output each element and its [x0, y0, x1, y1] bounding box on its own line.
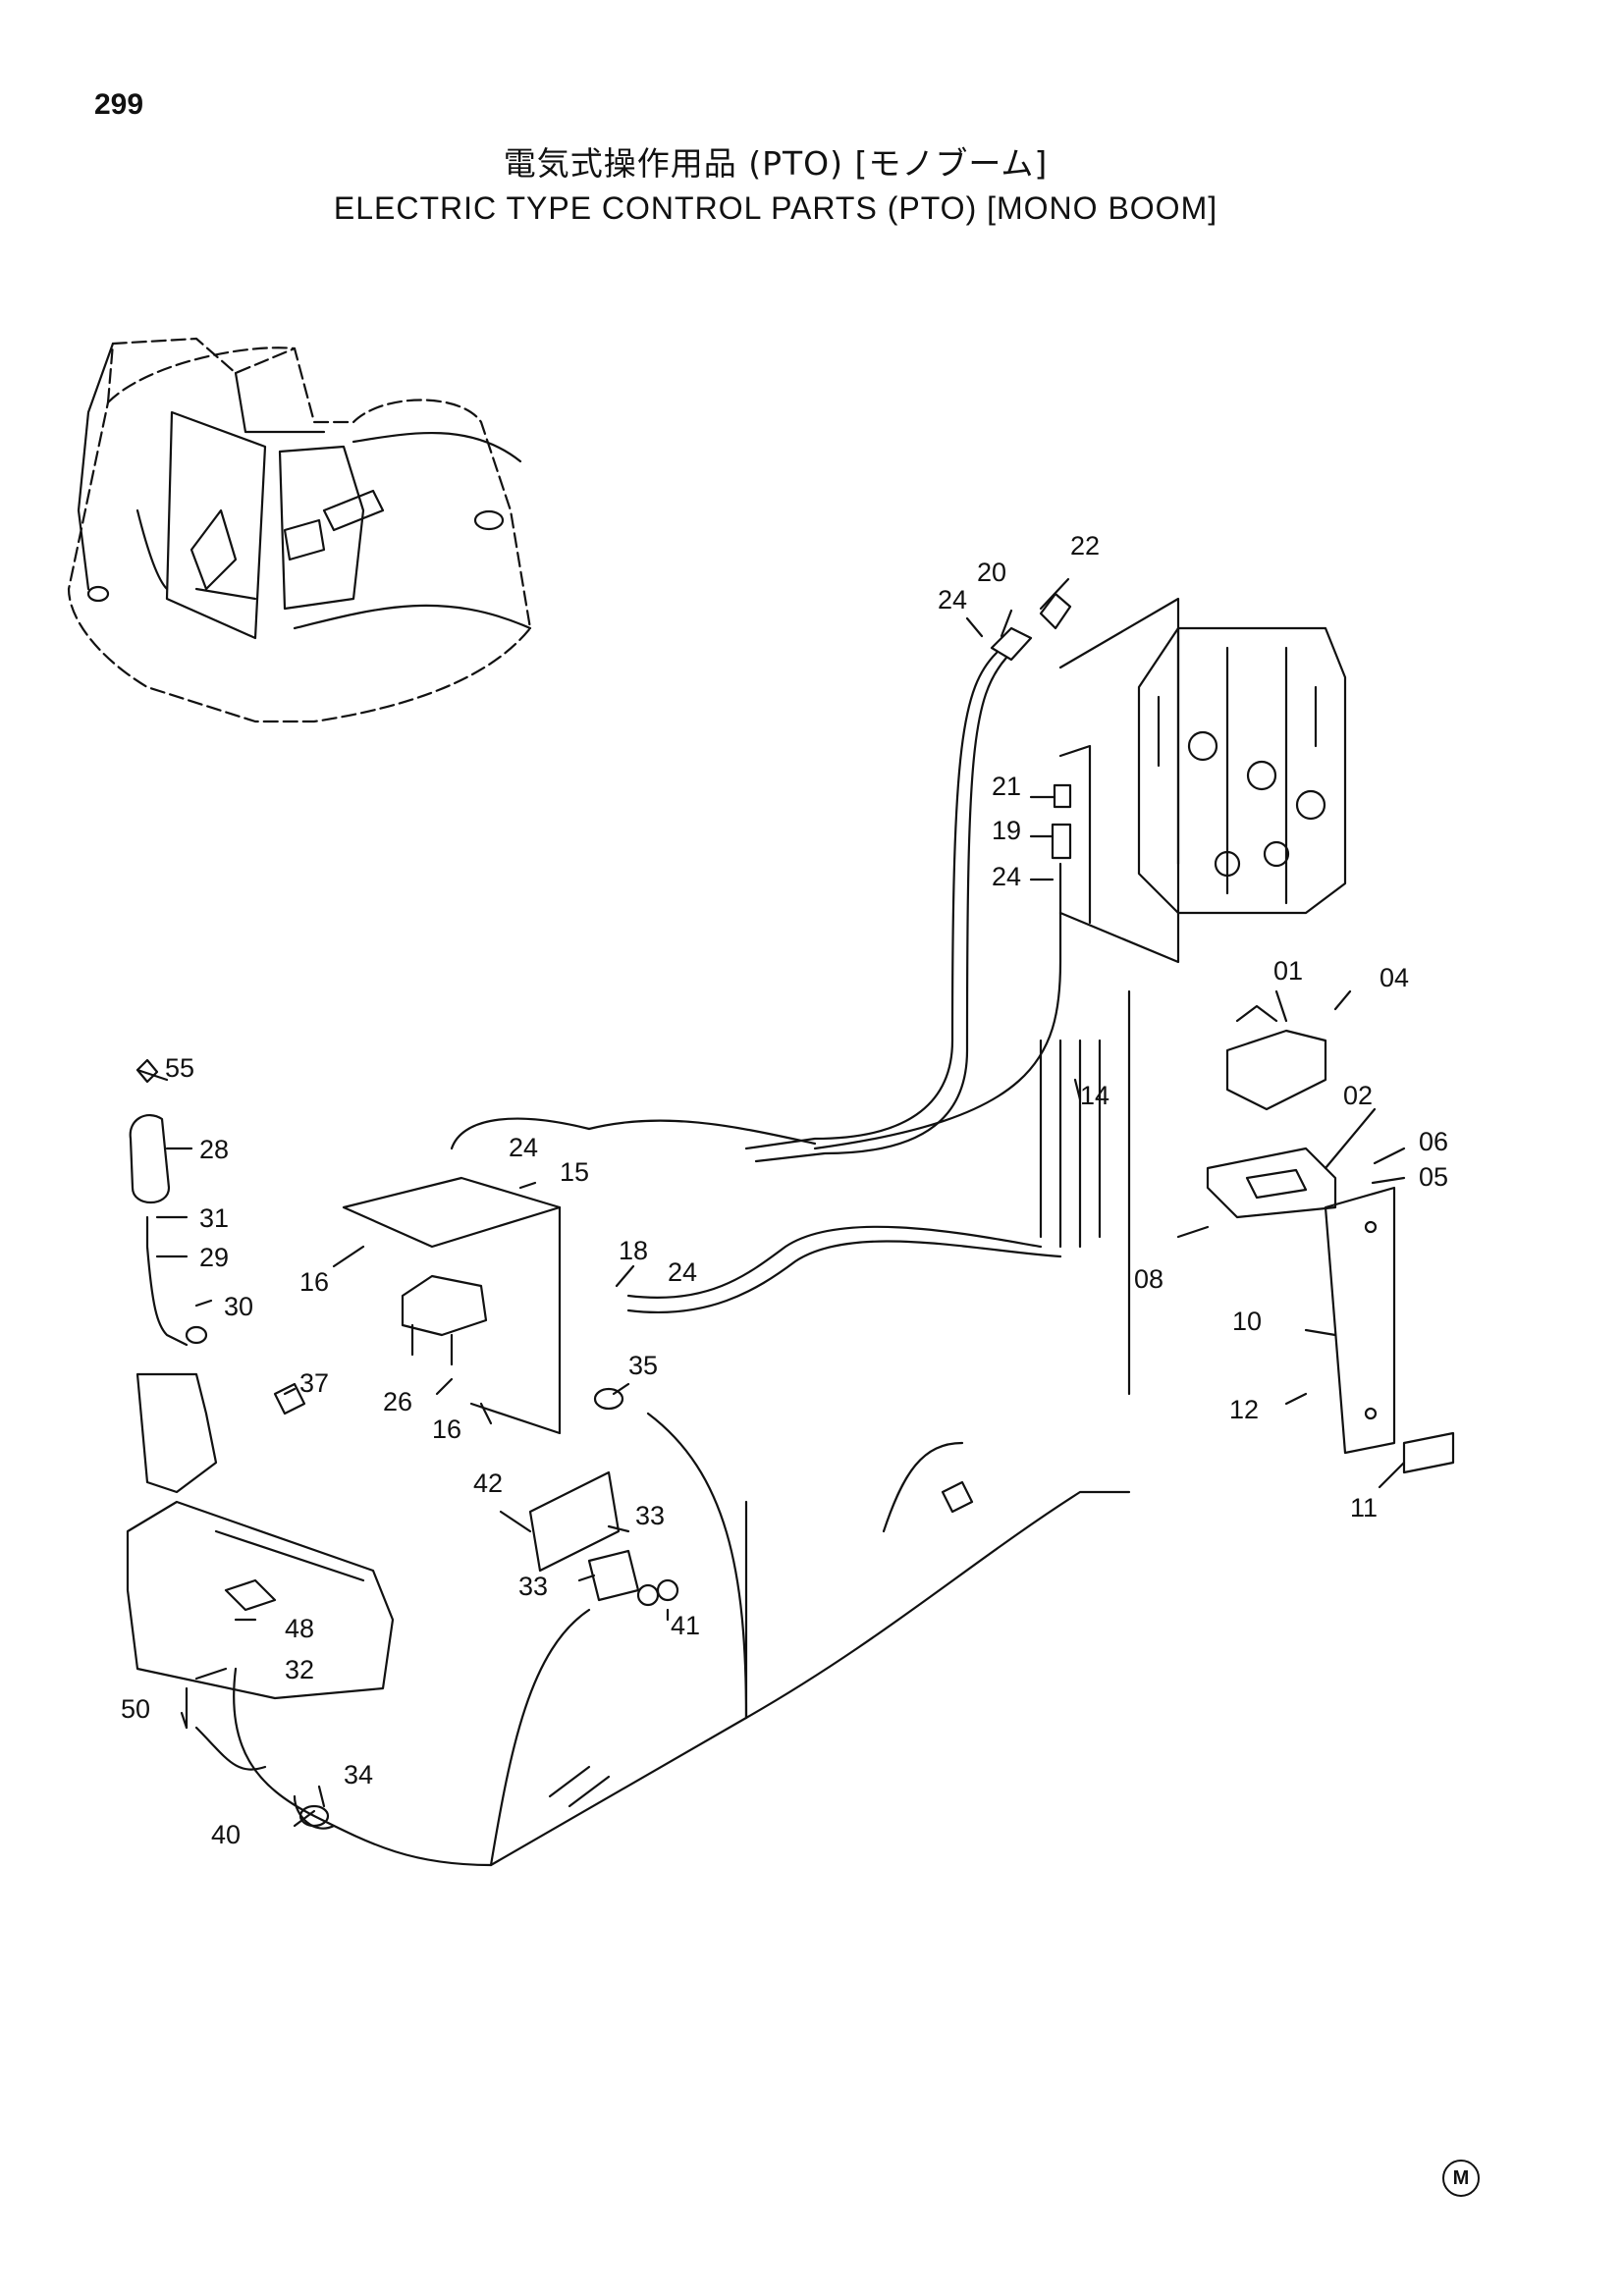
switch-bracket — [528, 1470, 679, 1607]
callout-20: 20 — [977, 558, 1006, 587]
callout-37: 37 — [299, 1368, 329, 1398]
callout-28: 28 — [199, 1135, 229, 1164]
callout-50: 50 — [121, 1694, 150, 1724]
callout-30: 30 — [224, 1292, 253, 1321]
callout-08: 08 — [1134, 1264, 1163, 1294]
page-number: 299 — [94, 88, 144, 121]
callout-16: 16 — [432, 1415, 461, 1444]
callout-29: 29 — [199, 1243, 229, 1272]
callout-11: 11 — [1350, 1493, 1378, 1522]
wire-harness — [194, 1387, 1131, 1867]
mark-symbol: M — [1442, 2160, 1480, 2197]
callout-21: 21 — [992, 772, 1021, 801]
callout-33: 33 — [635, 1501, 665, 1530]
callout-10: 10 — [1232, 1307, 1262, 1336]
callout-33: 33 — [518, 1572, 548, 1601]
callout-41: 41 — [671, 1611, 700, 1640]
callout-01: 01 — [1273, 956, 1303, 986]
control-valve — [1137, 626, 1347, 915]
callout-24: 24 — [668, 1257, 697, 1287]
callouts: 22 20 24 21 19 24 01 04 02 14 06 05 08 1… — [121, 531, 1448, 1849]
callout-06: 06 — [1419, 1127, 1448, 1156]
callout-34: 34 — [344, 1760, 373, 1789]
callout-55: 55 — [165, 1053, 194, 1083]
callout-18: 18 — [619, 1236, 648, 1265]
valve-leader-frame-inner — [1058, 744, 1092, 925]
callout-32: 32 — [285, 1655, 314, 1684]
callout-48: 48 — [285, 1614, 314, 1643]
callout-22: 22 — [1070, 531, 1100, 561]
leader-lines — [135, 577, 1406, 1828]
callout-05: 05 — [1419, 1162, 1448, 1192]
pilot-block — [342, 1176, 562, 1435]
page-title: 電気式操作用品 (PTO) [モノブーム] ELECTRIC TYPE CONT… — [0, 137, 1551, 227]
callout-16: 16 — [299, 1267, 329, 1297]
callout-24: 24 — [509, 1133, 538, 1162]
callout-02: 02 — [1343, 1081, 1373, 1110]
callout-24: 24 — [938, 585, 967, 614]
callout-26: 26 — [383, 1387, 412, 1416]
callout-19: 19 — [992, 816, 1021, 845]
callout-12: 12 — [1229, 1395, 1259, 1424]
callout-40: 40 — [211, 1820, 241, 1849]
valve-leader-frame — [1058, 597, 1180, 964]
callout-14: 14 — [1080, 1081, 1109, 1110]
hoses — [450, 651, 1102, 1314]
callout-15: 15 — [560, 1157, 589, 1187]
callout-35: 35 — [628, 1351, 658, 1380]
callout-24: 24 — [992, 862, 1021, 891]
excavator-overview — [67, 337, 532, 723]
title-japanese: 電気式操作用品 (PTO) [モノブーム] — [503, 144, 1049, 183]
callout-42: 42 — [473, 1468, 503, 1498]
callout-31: 31 — [199, 1203, 229, 1233]
callout-04: 04 — [1380, 963, 1409, 992]
joystick-assembly — [126, 1058, 395, 1730]
title-english: ELECTRIC TYPE CONTROL PARTS (PTO) [MONO … — [333, 190, 1218, 226]
